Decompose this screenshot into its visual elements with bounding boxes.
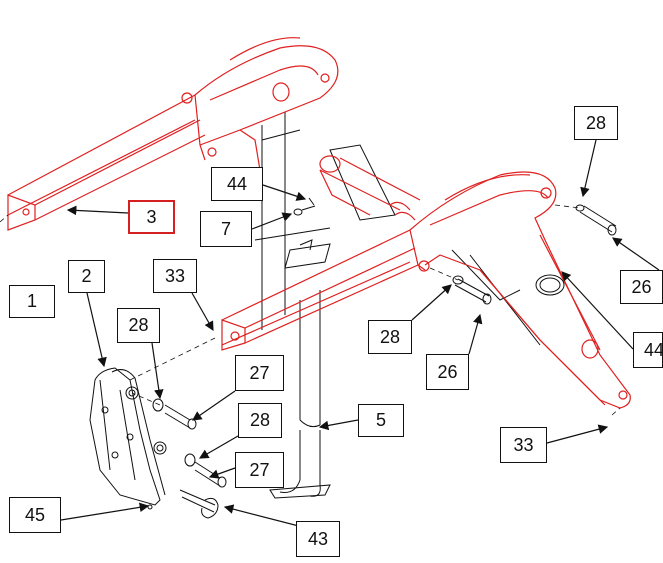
assembly-lines [0, 204, 621, 416]
callout-28-middle: 28 [368, 320, 412, 354]
callout-1: 1 [9, 285, 55, 318]
swing-arm-front [221, 171, 631, 409]
swing-arm-rear [7, 37, 339, 231]
leader-arrows [60, 139, 660, 534]
callout-44-right: 44 [633, 332, 663, 368]
hardware [89, 197, 617, 519]
callout-27-lower: 27 [235, 452, 284, 488]
frame-upright [254, 112, 541, 499]
callout-43: 43 [296, 521, 340, 557]
callout-3: 3 [128, 200, 175, 234]
callout-26-right: 26 [620, 270, 663, 304]
callout-27-upper: 27 [235, 355, 284, 391]
callout-28-left: 28 [117, 308, 160, 343]
callout-44-top: 44 [211, 167, 263, 201]
callout-33-left: 33 [153, 259, 197, 293]
callout-5: 5 [358, 404, 404, 437]
callout-7: 7 [200, 211, 252, 247]
callout-28-right: 28 [574, 106, 618, 140]
callout-28-bracket: 28 [238, 403, 282, 438]
callout-45: 45 [9, 497, 61, 533]
callout-33-right: 33 [500, 427, 547, 463]
callout-26-middle: 26 [426, 354, 469, 390]
cross-tube [319, 155, 421, 216]
callout-2: 2 [68, 260, 105, 293]
